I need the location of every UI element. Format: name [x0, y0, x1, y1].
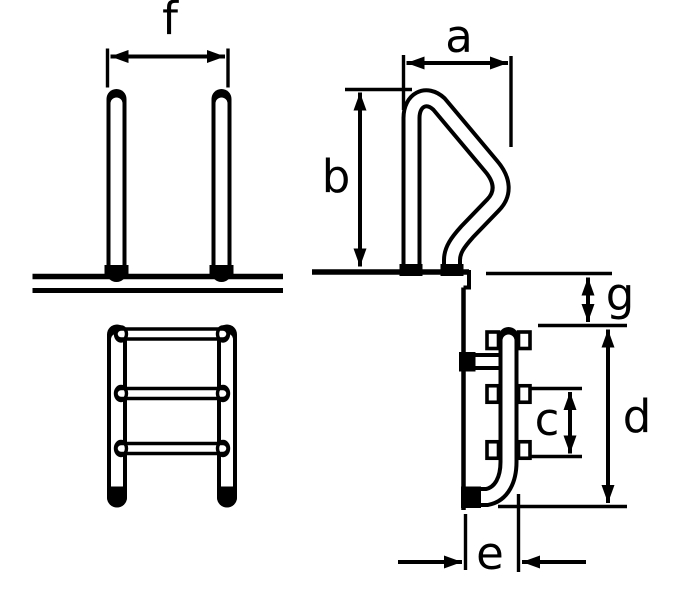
side-view-ladder — [459, 327, 532, 508]
rung-1-stub-rear — [516, 330, 532, 351]
dimension-c: c — [530, 386, 582, 459]
rung-2-stub-rear — [516, 383, 532, 405]
dim-label-a: a — [445, 10, 473, 63]
rung-1-stub-front — [485, 330, 501, 351]
handrail-loop-core — [405, 92, 507, 272]
deck-anchor-rear — [440, 264, 464, 276]
dimension-a: a — [401, 10, 513, 147]
deck-anchor-right — [209, 265, 234, 277]
dim-label-d: d — [623, 390, 652, 443]
deck-anchor-front — [399, 264, 423, 276]
front-view-ladder — [107, 324, 237, 508]
front-view-deck — [32, 265, 283, 293]
side-view-handrail — [401, 88, 511, 272]
rung-2-joint-left — [113, 384, 129, 403]
rung-2-joint-right — [215, 384, 231, 403]
dimension-f: f — [105, 0, 230, 88]
dim-label-c: c — [535, 393, 560, 446]
rail-end-cap-left — [107, 486, 127, 508]
dimension-b: b — [322, 87, 412, 267]
rung-3-stub-rear — [516, 439, 532, 461]
dim-label-e: e — [476, 527, 504, 580]
front-view-handrails — [106, 89, 232, 282]
rung-1-joint-right — [215, 325, 231, 343]
wall-bracket-anchor — [459, 352, 476, 372]
dimension-g: g — [486, 268, 635, 328]
dim-label-g: g — [606, 268, 635, 321]
dim-label-f: f — [162, 0, 179, 45]
rung-3-joint-right — [215, 439, 231, 458]
side-rail-core — [469, 334, 515, 503]
dimension-e: e — [398, 494, 586, 580]
rung-2-stub-front — [485, 383, 501, 405]
rung-3-joint-left — [113, 439, 129, 458]
wall-foot-anchor — [461, 486, 481, 508]
rung-3-stub-front — [485, 439, 501, 461]
dim-label-b: b — [322, 150, 351, 203]
rung-1-joint-left — [113, 325, 129, 343]
rail-end-cap-right — [217, 486, 237, 508]
side-view-deck-wall — [312, 264, 471, 510]
deck-anchor-left — [104, 265, 129, 277]
